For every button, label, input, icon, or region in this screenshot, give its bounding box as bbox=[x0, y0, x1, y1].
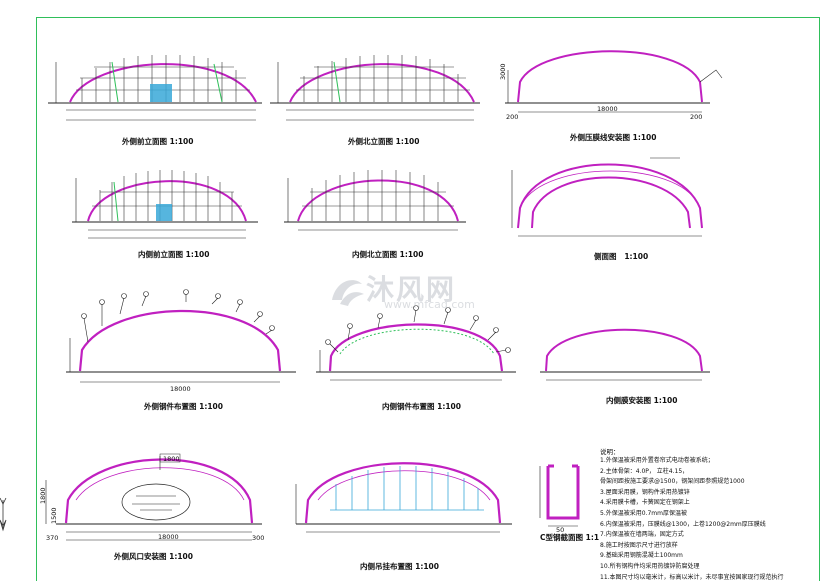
note-item: 9.基础采用钢筋混凝土100mm bbox=[600, 552, 683, 560]
dim-span-top: 18000 bbox=[597, 105, 618, 113]
watermark-url: www.mfcad.com bbox=[384, 298, 475, 311]
note-item: 10.所有钢构件均采用热镀锌防腐处理 bbox=[600, 562, 700, 570]
note-item: 11.本图尺寸均以毫米计，标高以米计，未尽事宜按国家现行规范执行 bbox=[600, 573, 784, 581]
dim-height-1500: 1500 bbox=[50, 507, 58, 524]
note-item: 6.内保温被采用，压膜线@1300，上卷1200@2mm厚压膜线 bbox=[600, 520, 766, 528]
caption-side-view: 侧面图 1:100 bbox=[594, 251, 648, 262]
outer-back-elevation-view bbox=[270, 55, 480, 121]
caption-outer-vent: 外侧风口安装图 1:100 bbox=[114, 552, 193, 561]
note-item: 8.施工时按图示尺寸进行放样 bbox=[600, 541, 678, 549]
front-elevation-view bbox=[48, 55, 262, 121]
side-view bbox=[511, 157, 703, 237]
notes-list: 1.外保温被采用外置卷帘式电动卷被系统； 2.主体骨架：4.0P， 立柱4.15，… bbox=[600, 456, 784, 583]
note-item: 1.外保温被采用外置卷帘式电动卷被系统； bbox=[600, 457, 714, 464]
note-item: 5.外保温被采用0.7mm厚保温被 bbox=[600, 509, 687, 517]
dim-vent-1800: 1800 bbox=[163, 455, 180, 463]
caption-c-section: C型钢截面图 1:1 bbox=[540, 533, 600, 542]
dim-c-width: 50 bbox=[556, 526, 565, 534]
inner-back-elevation-view bbox=[284, 170, 466, 231]
dim-span-layout: 18000 bbox=[170, 385, 191, 393]
caption-outer-back-elevation: 外侧北立面图 1:100 bbox=[348, 137, 420, 146]
caption-inner-rope: 内侧吊挂布置图 1:100 bbox=[360, 562, 439, 571]
caption-inner-install: 内侧膜安装图 1:100 bbox=[606, 396, 678, 405]
caption-side-view-scale: 1:100 bbox=[624, 252, 649, 261]
inner-install-view bbox=[540, 328, 710, 381]
caption-outer-fix-install: 外侧压膜线安装图 1:100 bbox=[570, 133, 657, 142]
watermark: 沐风网 www.mfcad.com bbox=[328, 268, 498, 316]
dim-height-3000: 3000 bbox=[499, 63, 507, 80]
note-item: 骨架间距按施工要求@1500，钢架间距参照规范1000 bbox=[600, 478, 745, 486]
dim-base-left: 200 bbox=[506, 113, 519, 121]
caption-front-elevation: 外侧前立面图 1:100 bbox=[122, 137, 194, 146]
caption-inner-back-elevation: 内侧北立面图 1:100 bbox=[352, 250, 424, 259]
caption-inner-layout: 内侧钢件布置图 1:100 bbox=[382, 402, 461, 411]
inner-front-elevation-view bbox=[72, 170, 258, 239]
caption-inner-front-elevation: 内侧前立面图 1:100 bbox=[138, 250, 210, 259]
outer-fix-install-view bbox=[505, 50, 723, 113]
notes-title: 说明： bbox=[600, 448, 620, 456]
caption-side-view-title: 侧面图 bbox=[594, 252, 617, 261]
dim-base-right: 200 bbox=[690, 113, 703, 121]
note-item: 4.采用膜卡槽，卡簧固定在钢架上 bbox=[600, 499, 690, 507]
dim-col-370: 370 bbox=[46, 534, 59, 542]
outer-vent-view bbox=[45, 453, 262, 541]
dim-col-300: 300 bbox=[252, 534, 265, 542]
inner-rope-view bbox=[295, 462, 512, 533]
frame-top-line bbox=[36, 17, 820, 18]
note-item: 3.屋面采用膜，钢构件采用热镀锌 bbox=[600, 488, 690, 496]
note-item: 7.内保温被在墙两端，固定方式 bbox=[600, 531, 684, 539]
note-item: 2.主体骨架：4.0P， 立柱4.15， bbox=[600, 467, 689, 475]
caption-outer-layout: 外侧钢件布置图 1:100 bbox=[144, 402, 223, 411]
inner-layout-view bbox=[316, 305, 516, 381]
dim-span-vent: 18000 bbox=[158, 533, 179, 541]
c-section-view bbox=[539, 464, 580, 527]
watermark-brand: 沐风网 bbox=[366, 273, 457, 306]
watermark-logo-icon bbox=[332, 280, 364, 306]
frame-left-line bbox=[36, 17, 37, 581]
outer-layout-view bbox=[66, 289, 296, 383]
north-arrow-icon bbox=[0, 497, 7, 532]
dim-height-1800: 1800 bbox=[39, 487, 47, 504]
